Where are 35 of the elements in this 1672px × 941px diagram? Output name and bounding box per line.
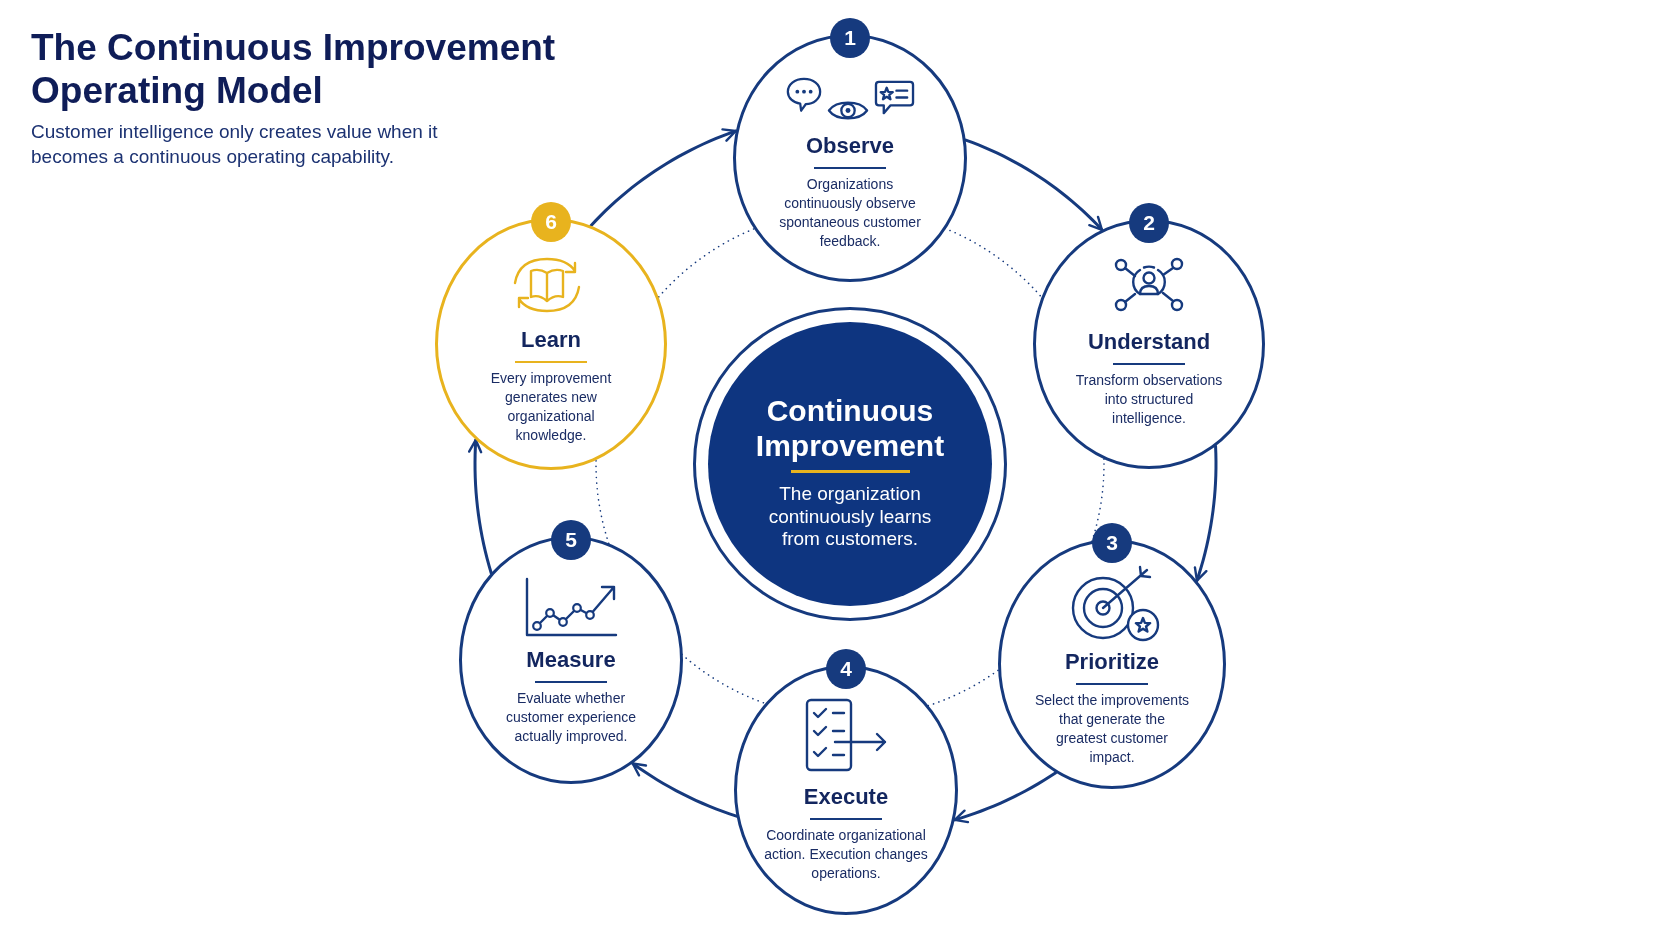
step-title: Prioritize <box>1064 649 1160 675</box>
step-circle <box>998 523 1226 789</box>
cycle-arrow <box>953 771 1058 824</box>
step-number-badge: 5 <box>551 520 591 560</box>
subtitle: Customer intelligence only creates value when it becomes a continuous operating capability. <box>31 120 439 169</box>
step-circle <box>1033 203 1265 469</box>
title: The Continuous Improvement Operating Model <box>31 26 557 112</box>
hub-title: Continuous Improvement <box>754 393 946 463</box>
step-number-badge: 6 <box>531 202 571 242</box>
step-number-badge: 3 <box>1092 523 1132 563</box>
step-description: Select the improvements that generate the greatest customer impact. <box>1033 691 1191 767</box>
step-title: Learn <box>521 327 581 353</box>
step-title: Execute <box>803 784 889 810</box>
step-circle <box>733 18 967 282</box>
step-circle <box>459 520 683 784</box>
step-circle <box>734 649 958 915</box>
step-title: Understand <box>1087 329 1211 355</box>
hub-description: The organization continuously learns from customers. <box>767 483 933 551</box>
step-number-badge: 1 <box>830 18 870 58</box>
step-circle <box>435 202 667 470</box>
cycle-arrow <box>631 762 738 818</box>
step-description: Evaluate whether customer experience actually improved. <box>505 689 637 746</box>
cycle-arrow <box>1193 444 1218 583</box>
step-description: Transform observations into structured intelligence. <box>1074 371 1224 428</box>
step-description: Every improvement generates new organizational knowledge. <box>489 369 613 445</box>
cycle-arrow <box>467 438 493 575</box>
hub-circle <box>693 307 1007 621</box>
step-description: Coordinate organizational action. Execution changes operations. <box>763 826 929 883</box>
cycle-arrow <box>964 138 1104 232</box>
step-title: Measure <box>526 647 616 673</box>
cycle-arrow <box>589 128 738 228</box>
step-number-badge: 4 <box>826 649 866 689</box>
step-number-badge: 2 <box>1129 203 1169 243</box>
step-description: Organizations continuously observe spontaneous customer feedback. <box>778 175 922 251</box>
step-title: Observe <box>805 133 895 159</box>
